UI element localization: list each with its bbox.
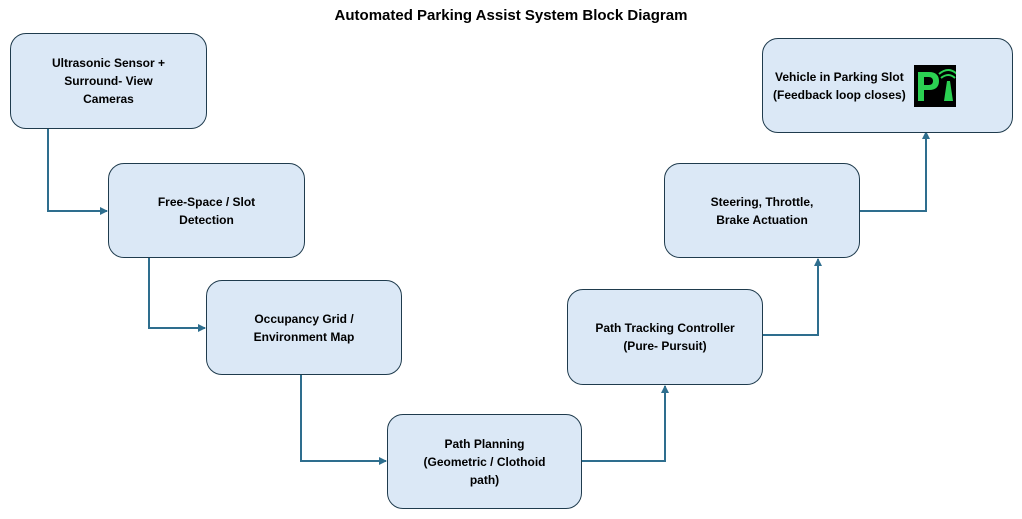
block-text-line: Vehicle in Parking Slot <box>774 69 904 84</box>
block-path-planning: Path Planning (Geometric / Clothoid path… <box>387 414 582 509</box>
block-occupancy-grid: Occupancy Grid / Environment Map <box>206 280 402 375</box>
block-sensor-input-label: Ultrasonic Sensor + Surround- View Camer… <box>52 54 165 108</box>
block-text-line: Environment Map <box>253 329 355 344</box>
parking-assist-icon <box>913 64 958 107</box>
parking-assist-icon-graphic <box>913 64 958 107</box>
block-text-line: Path Planning <box>444 436 525 451</box>
connector-detection-to-occupancy <box>148 258 206 332</box>
connector-actuation-to-vehicle <box>859 131 930 212</box>
block-occupancy-grid-label: Occupancy Grid / Environment Map <box>254 310 355 346</box>
block-text-line: Brake Actuation <box>716 212 808 227</box>
block-path-tracking-label: Path Tracking Controller (Pure- Pursuit) <box>595 319 734 355</box>
block-vehicle-parked: Vehicle in Parking Slot (Feedback loop c… <box>762 38 1013 133</box>
block-text-line: (Feedback loop closes) <box>773 87 906 102</box>
connector-tracking-to-actuation <box>763 258 822 336</box>
block-text-line: Free-Space / Slot <box>157 194 256 209</box>
block-path-planning-label: Path Planning (Geometric / Clothoid path… <box>423 435 545 489</box>
block-text-line: Steering, Throttle, <box>710 194 814 209</box>
block-actuation-label: Steering, Throttle, Brake Actuation <box>711 193 814 229</box>
block-slot-detection: Free-Space / Slot Detection <box>108 163 305 258</box>
block-text-line: Ultrasonic Sensor + <box>51 56 166 70</box>
block-vehicle-parked-label: Vehicle in Parking Slot (Feedback loop c… <box>773 68 906 104</box>
block-slot-detection-label: Free-Space / Slot Detection <box>158 193 255 229</box>
block-path-tracking: Path Tracking Controller (Pure- Pursuit) <box>567 289 763 385</box>
block-text-line: Occupancy Grid / <box>254 311 354 326</box>
block-text-line: (Pure- Pursuit) <box>623 339 707 353</box>
block-sensor-input: Ultrasonic Sensor + Surround- View Camer… <box>10 33 207 129</box>
connector-planning-to-tracking <box>582 385 669 462</box>
block-text-line: (Geometric / Clothoid <box>423 454 546 469</box>
block-actuation: Steering, Throttle, Brake Actuation <box>664 163 860 258</box>
block-text-line: path) <box>469 472 500 487</box>
connector-occupancy-to-planning <box>300 374 387 465</box>
block-text-line: Detection <box>179 212 234 227</box>
block-text-line: Cameras <box>83 92 134 106</box>
connector-sensor-to-detection <box>47 129 108 215</box>
block-text-line: Path Tracking Controller <box>595 321 735 335</box>
diagram-title: Automated Parking Assist System Block Di… <box>334 7 688 24</box>
block-text-line: Surround- View <box>64 74 153 88</box>
